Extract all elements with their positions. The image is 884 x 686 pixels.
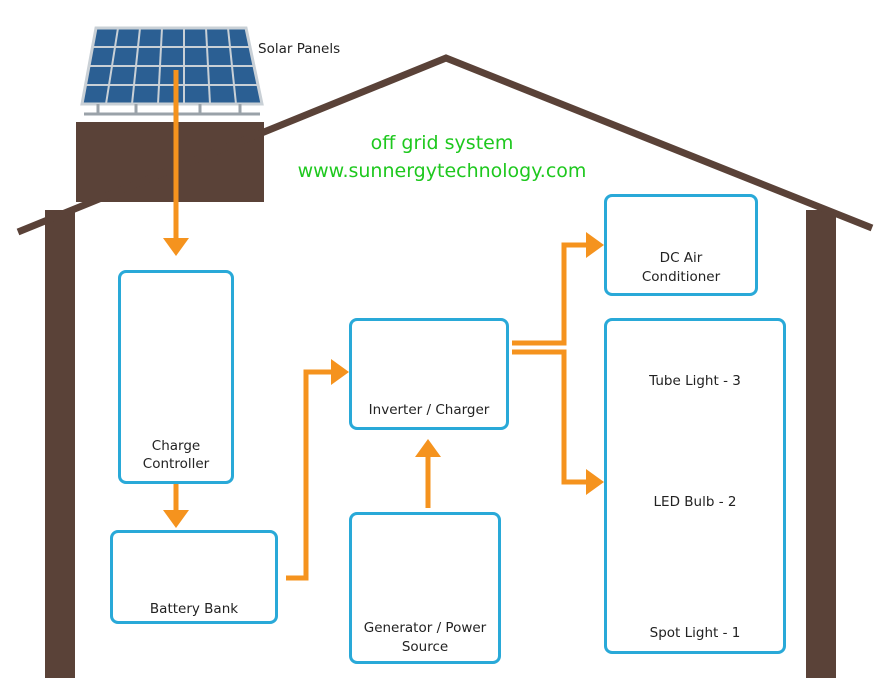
diagram-title: off grid system [370, 132, 514, 154]
diagram-website: www.sunnergytechnology.com [297, 160, 587, 182]
arrowhead-ac [586, 232, 604, 258]
dc-air-box: DC Air Conditioner [604, 194, 758, 296]
led-bulb-label: LED Bulb - 2 [653, 494, 737, 510]
generator-label-1: Generator / Power [363, 620, 487, 636]
tube-light-label: Tube Light - 3 [649, 373, 741, 389]
charge-controller-box: Charge Controller [118, 270, 234, 484]
battery-bank-box: Battery Bank [110, 530, 278, 624]
arrow-inverter-to-ac [512, 242, 588, 346]
arrowhead-inverter-left [331, 359, 349, 385]
generator-box: Generator / Power Source [349, 512, 501, 664]
dc-air-label-1: DC Air [659, 250, 703, 266]
arrow-inverter-to-lights [512, 349, 588, 485]
battery-bank-label: Battery Bank [149, 601, 239, 617]
arrowhead-controller [163, 238, 189, 256]
inverter-box: Inverter / Charger [349, 318, 509, 430]
lights-box: Tube Light - 3 LED Bulb - 2 Spot Light -… [604, 318, 786, 654]
arrowhead-lights [586, 469, 604, 495]
house-right-wall [806, 210, 836, 678]
charge-controller-label-1: Charge [151, 438, 201, 454]
arrowhead-inverter-bottom [415, 439, 441, 457]
house-roof [16, 54, 874, 236]
solar-panel-icon [80, 26, 264, 116]
flow-arrows [173, 70, 588, 581]
house-left-wall [45, 210, 75, 678]
dc-air-label-2: Conditioner [641, 269, 721, 285]
solar-panels-label: Solar Panels [258, 41, 341, 57]
inverter-label: Inverter / Charger [368, 402, 490, 418]
arrowhead-battery [163, 510, 189, 528]
charge-controller-label-2: Controller [142, 456, 210, 472]
spot-light-label: Spot Light - 1 [649, 625, 741, 641]
arrow-battery-to-inverter [286, 369, 333, 581]
generator-label-2: Source [401, 639, 449, 655]
house-chimney [76, 122, 264, 202]
